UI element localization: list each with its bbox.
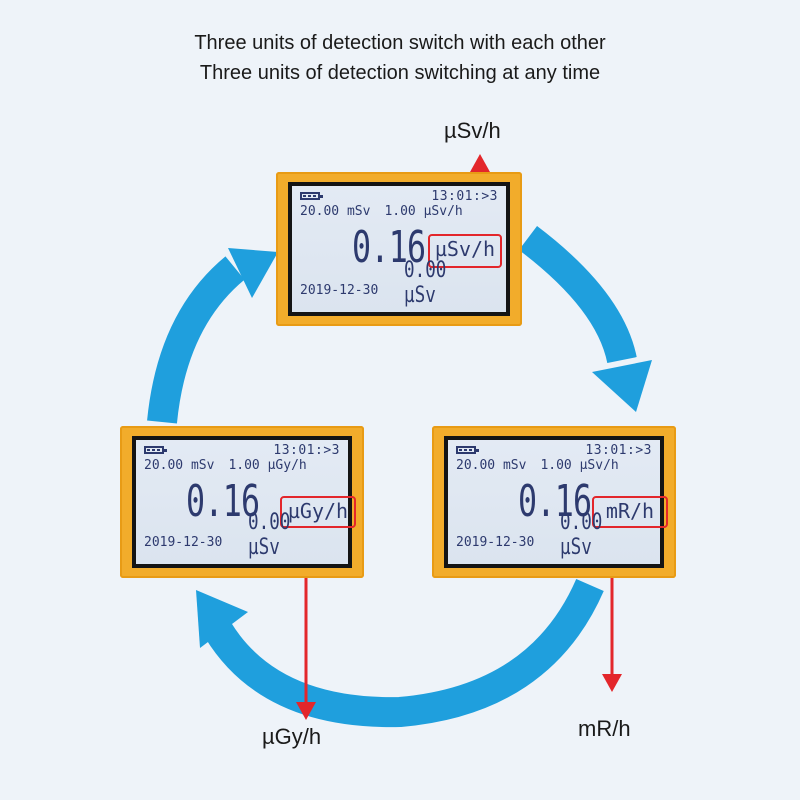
dose-rate-reading: 0.16: [518, 476, 592, 527]
screen-date: 2019-12-30: [456, 535, 535, 550]
unit-box-mr: mR/h: [592, 496, 668, 528]
screen-thresholds: 20.00 mSv 1.00 µSv/h: [300, 204, 463, 219]
arrow-head-right: [592, 360, 652, 412]
dose-rate-reading: 0.16: [352, 222, 426, 273]
threshold-rate: 1.00 µGy/h: [228, 458, 307, 473]
screen-date: 2019-12-30: [300, 283, 379, 298]
total-dose: 0.00 µSv: [560, 510, 603, 560]
total-dose: 0.00 µSv: [404, 258, 447, 308]
device-right: 13:01:>3 20.00 mSv 1.00 µSv/h 0.16 mR/h 2…: [432, 426, 676, 578]
arrow-right-to-left: [205, 578, 604, 728]
headline-line-2: Three units of detection switching at an…: [199, 62, 601, 84]
threshold-dose: 20.00 mSv: [300, 204, 371, 219]
arrow-left-to-top: [147, 256, 245, 424]
unit-label-mr: mR/h: [578, 716, 631, 741]
battery-icon: [300, 192, 323, 200]
unit-label-ugy: µGy/h: [262, 724, 322, 749]
arrow-head-left: [196, 590, 248, 648]
threshold-dose: 20.00 mSv: [144, 458, 215, 473]
screen-thresholds: 20.00 mSv 1.00 µSv/h: [456, 458, 619, 473]
total-dose: 0.00 µSv: [248, 510, 291, 560]
battery-icon: [456, 446, 479, 454]
screen-time: 13:01:>3: [431, 189, 498, 204]
threshold-rate: 1.00 µSv/h: [540, 458, 619, 473]
dose-rate-reading: 0.16: [186, 476, 260, 527]
screen-time: 13:01:>3: [585, 443, 652, 458]
screen-thresholds: 20.00 mSv 1.00 µGy/h: [144, 458, 307, 473]
device-right-screen: 13:01:>3 20.00 mSv 1.00 µSv/h 0.16 mR/h 2…: [448, 440, 668, 564]
pointer-head-right: [602, 674, 622, 692]
arrow-head-top: [228, 248, 278, 298]
screen-date: 2019-12-30: [144, 535, 223, 550]
arrow-top-to-right: [518, 226, 637, 364]
threshold-rate: 1.00 µSv/h: [384, 204, 463, 219]
unit-box-usv: µSv/h: [428, 234, 502, 268]
unit-box-ugy: µGy/h: [280, 496, 356, 528]
headline-line-1: Three units of detection switch with eac…: [194, 32, 606, 54]
device-right-bezel: 13:01:>3 20.00 mSv 1.00 µSv/h 0.16 mR/h 2…: [444, 436, 668, 568]
pointer-head-top: [470, 154, 490, 172]
unit-label-usv: µSv/h: [444, 118, 501, 143]
pointer-head-left: [296, 702, 316, 720]
battery-icon: [144, 446, 167, 454]
threshold-dose: 20.00 mSv: [456, 458, 527, 473]
screen-time: 13:01:>3: [273, 443, 340, 458]
